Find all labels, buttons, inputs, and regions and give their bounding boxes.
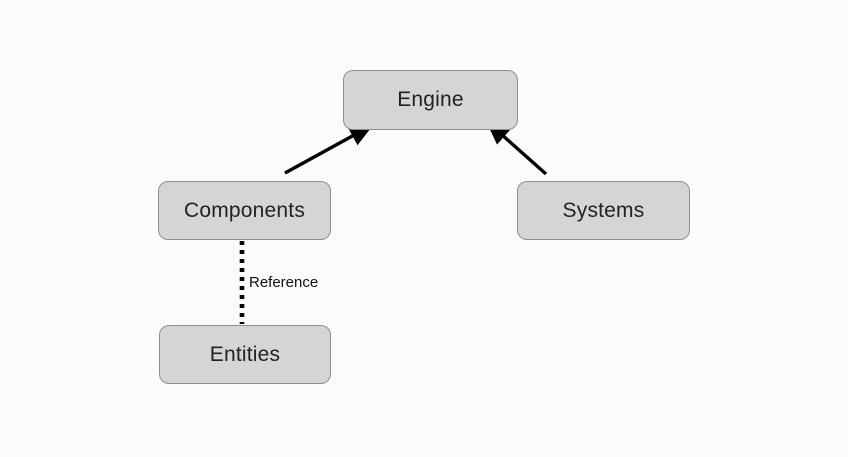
edge-components-to-engine: [284, 124, 374, 175]
node-components-label: Components: [183, 198, 306, 222]
edge-systems-to-engine: [485, 120, 548, 176]
node-systems[interactable]: Systems: [517, 181, 690, 240]
node-engine-label: Engine: [397, 88, 464, 111]
node-engine[interactable]: Engine: [343, 70, 518, 130]
node-entities-label: Entities: [209, 342, 281, 366]
node-systems-label: Systems: [562, 198, 645, 222]
edge-label-reference: Reference: [249, 274, 319, 291]
node-components[interactable]: Components: [158, 181, 331, 240]
node-entities[interactable]: Entities: [159, 325, 331, 384]
